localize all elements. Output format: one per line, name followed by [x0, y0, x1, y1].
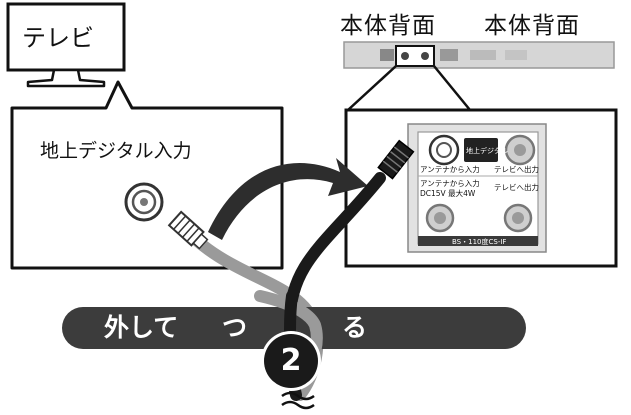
cable-break-icon — [281, 391, 315, 410]
terrestrial-input-label: 地上デジタル入力 — [40, 140, 192, 162]
step-text-right: る — [342, 313, 368, 342]
tv-icon — [6, 2, 126, 88]
step-text-mid: つ — [222, 313, 248, 342]
antenna-in-bs-label: アンテナから入力 — [420, 178, 480, 188]
step-number-badge: 2 — [264, 334, 318, 388]
tv-label: テレビ — [22, 24, 94, 52]
tv-out-bs-label: テレビへ出力 — [494, 182, 539, 192]
recorder-back — [343, 41, 615, 69]
tv-out-label: テレビへ出力 — [494, 164, 539, 174]
connect-arrow — [208, 158, 368, 240]
recorder-zoom-panel — [344, 108, 618, 268]
zoom-lines — [347, 65, 471, 111]
terrestrial-input-jack — [124, 182, 164, 222]
recorder-title-1: 本体背面 — [340, 13, 436, 39]
step-text-left: 外して — [104, 313, 179, 342]
terrestrial-badge: 地上デジタル — [466, 146, 508, 155]
recorder-title-2: 本体背面 — [484, 13, 580, 39]
bs-footer-label: BS・110度CS-IF — [452, 237, 506, 246]
bs-power-label: DC15V 最大4W — [420, 188, 476, 198]
antenna-in-label: アンテナから入力 — [420, 164, 480, 174]
